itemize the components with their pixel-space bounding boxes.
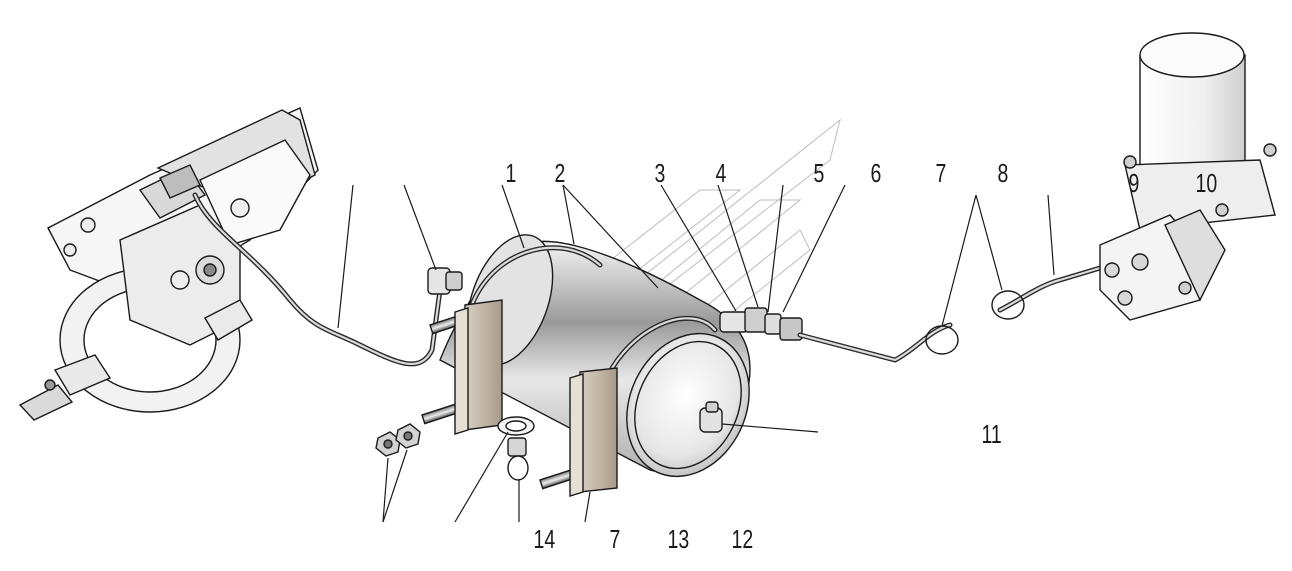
- pipe-compressor-to-tank: [192, 192, 443, 367]
- callout-labels: 1 2 3 4 5 6 7 8 9 10 11 12 13 14 7: [506, 158, 1218, 553]
- callout-11: 11: [981, 419, 1001, 448]
- callout-10: 10: [1196, 168, 1218, 197]
- callout-7-bottom: 7: [609, 524, 620, 553]
- callout-9: 9: [1128, 168, 1139, 197]
- callout-7-top: 7: [936, 158, 947, 187]
- callout-2: 2: [555, 158, 566, 187]
- wooden-supports: [454, 299, 618, 497]
- callout-5: 5: [813, 158, 824, 187]
- leader-lines: [337, 184, 1055, 523]
- compressor-assembly: [18, 107, 319, 421]
- pipe-clamps: [925, 290, 1025, 355]
- pipe-tank-to-dryer: [797, 265, 1103, 363]
- callout-1: 1: [506, 158, 517, 187]
- callout-12: 12: [732, 524, 754, 553]
- callout-8: 8: [998, 158, 1009, 187]
- callout-4: 4: [716, 158, 727, 187]
- callout-6: 6: [870, 158, 881, 187]
- callout-3: 3: [654, 158, 665, 187]
- outlet-fittings: [719, 307, 803, 341]
- callout-13: 13: [668, 524, 690, 553]
- callout-14: 14: [534, 524, 556, 553]
- air-dryer-unit: [1099, 32, 1277, 321]
- drain-plug-and-washer: [497, 416, 535, 481]
- elbow-fitting: [427, 267, 463, 295]
- nuts: [375, 423, 421, 457]
